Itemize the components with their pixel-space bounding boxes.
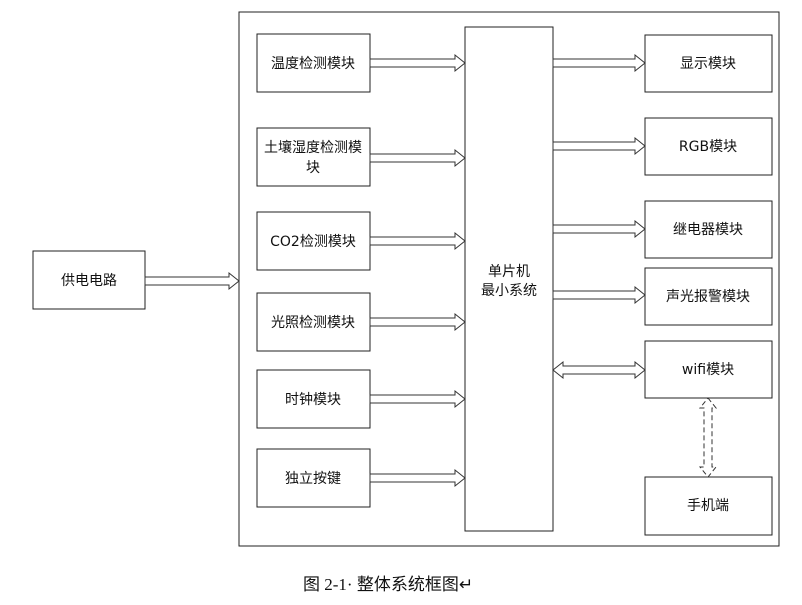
clock-module-box [256,369,371,429]
wireless-link-arrow [698,397,718,478]
power-supply-box [32,250,146,310]
alarm-module-box [644,267,773,326]
clock-arrow [369,389,466,409]
light-arrow [369,312,466,332]
temp-arrow [369,53,466,73]
mcu-box [464,26,554,532]
clock-module-label: 时钟模块 [285,391,341,408]
mcu-label-line2: 最小系统 [481,283,537,299]
co2-arrow [369,231,466,251]
keys-arrow [369,468,466,488]
mcu-label-line1: 单片机 [488,264,530,280]
alarm-module-label: 声光报警模块 [666,289,750,305]
light-module-label: 光照检测模块 [271,315,355,331]
rgb-module-box [644,117,773,176]
soil-module-box [256,127,371,187]
rgb-arrow [552,136,646,156]
rgb-module-label: RGB模块 [679,139,737,155]
temp-module-box [256,33,371,93]
co2-module-box [256,211,371,271]
wifi-module-box [644,340,773,399]
relay-arrow [552,219,646,239]
soil-module-label-line2: 块 [306,160,320,176]
display-arrow [552,53,646,73]
relay-module-label: 继电器模块 [673,222,743,238]
wifi-module-label: wifi模块 [682,362,734,378]
co2-module-label: CO2检测模块 [270,234,356,250]
keys-module-box [256,448,371,508]
alarm-arrow [552,285,646,305]
temp-module-label: 温度检测模块 [271,56,355,72]
soil-module-label-line1: 土壤湿度检测模 [264,139,362,156]
display-module-label: 显示模块 [680,56,736,72]
display-module-box [644,34,773,93]
wifi-bidirectional-arrow [552,360,646,380]
relay-module-box [644,200,773,259]
phone-label: 手机端 [687,498,729,514]
power-supply-label: 供电电路 [61,273,117,289]
soil-arrow [369,148,466,168]
figure-caption: 图 2-1· 整体系统框图↵ [303,575,473,594]
light-module-box [256,292,371,352]
phone-box [644,476,773,536]
power-arrow [144,271,240,291]
keys-module-label: 独立按键 [285,471,341,487]
